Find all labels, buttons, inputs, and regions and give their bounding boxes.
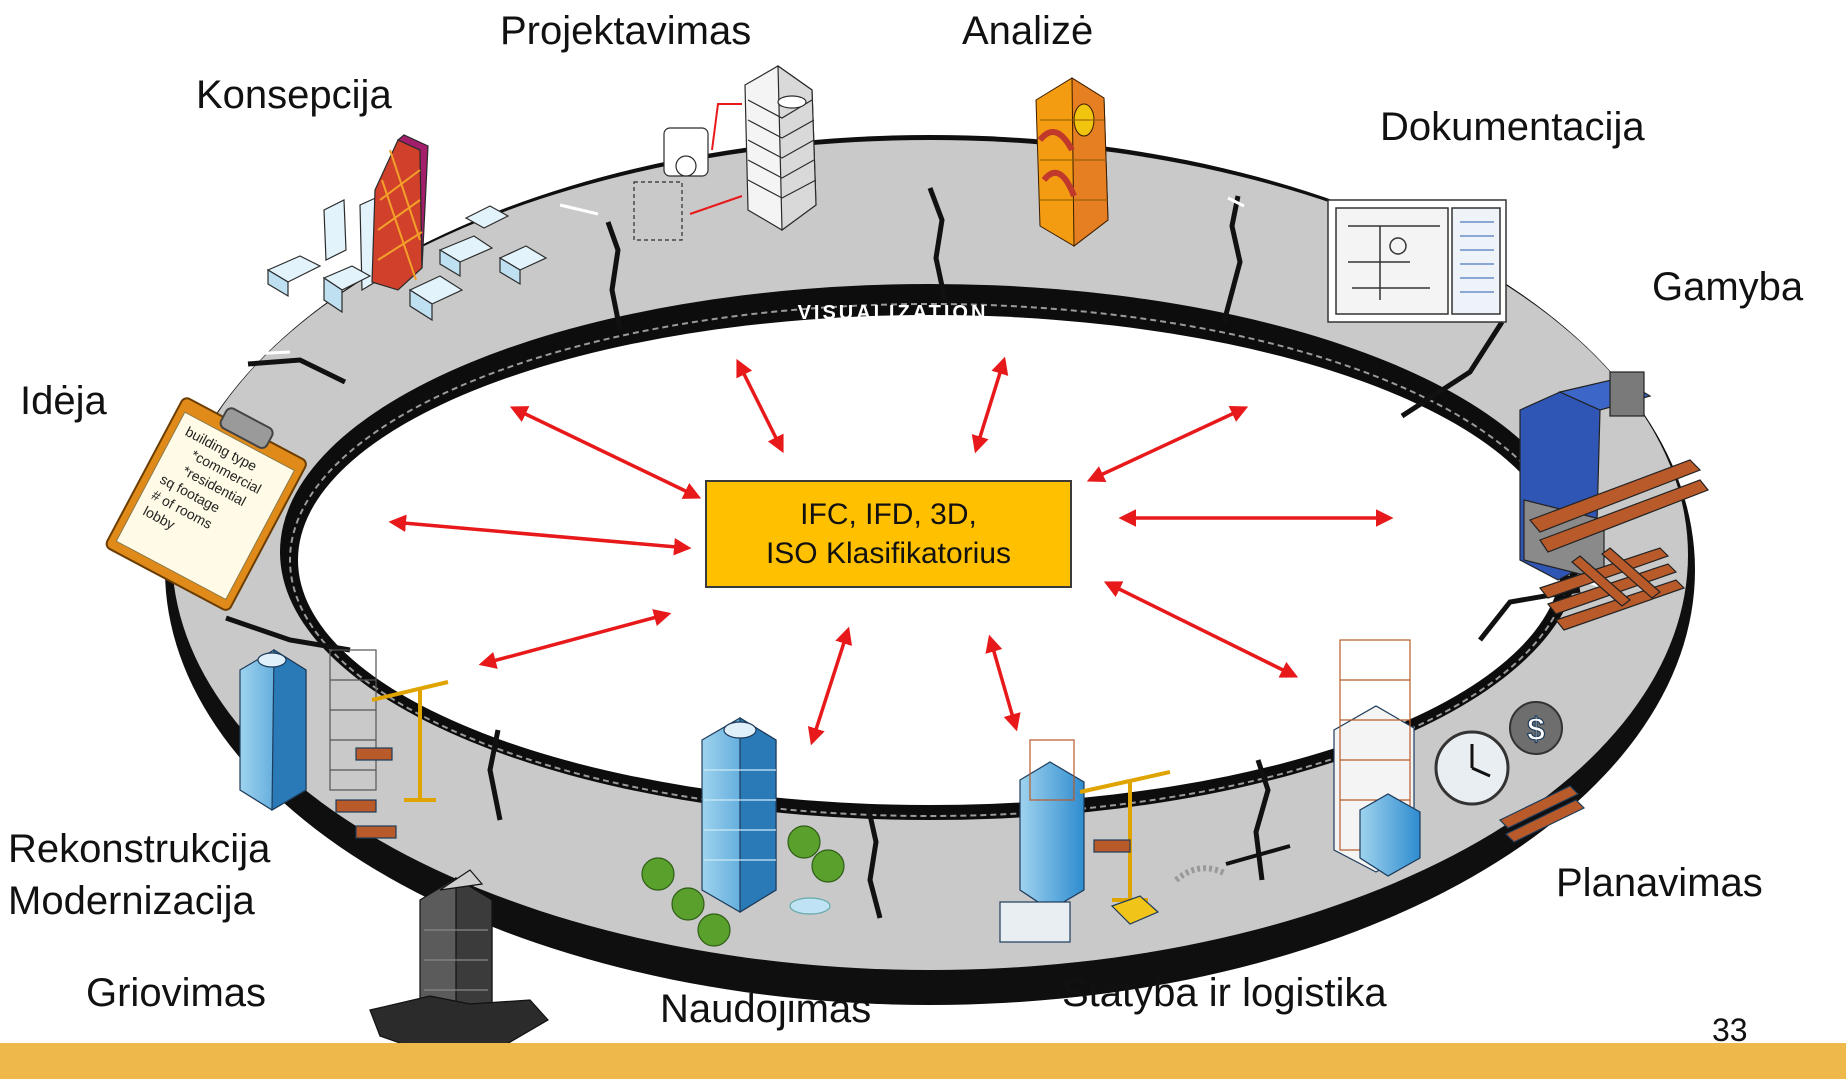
stage-label-naudojimas: Naudojimas [660, 987, 872, 1031]
page-number: 33 [1712, 1012, 1748, 1048]
stage-label-rekonstrukcija: Rekonstrukcija [8, 827, 271, 871]
griovimas-illustration [369, 869, 549, 1051]
stage-label-statyba: Statyba ir logistika [1062, 971, 1387, 1015]
ring-label-visualization: VISUALIZATION [798, 302, 989, 324]
arrow-rekonstrukcija [478, 609, 672, 669]
data-exchange-arrows [388, 356, 1394, 746]
center-box-line-1: IFC, IFD, 3D, [800, 498, 977, 531]
planavimas-illustration: $ [1333, 639, 1586, 877]
dollar-icon: $ [1527, 711, 1545, 747]
rekonstrukcija-illustration [239, 648, 449, 839]
stage-label-analize: Analizė [962, 9, 1094, 53]
footer-bar [0, 1043, 1846, 1079]
planavimas-connector [1225, 844, 1291, 866]
naudojimas-illustration [641, 716, 845, 947]
stage-label-modernizacija: Modernizacija [8, 879, 255, 923]
arrow-projektavimas [736, 358, 784, 454]
statyba-illustration [999, 739, 1228, 943]
konsepcija-illustration [266, 134, 548, 322]
stage-label-griovimas: Griovimas [86, 971, 267, 1015]
arrow-analize [971, 356, 1009, 454]
stage-label-projektavimas: Projektavimas [500, 9, 752, 53]
arrow-planavimas [1103, 581, 1299, 678]
ideja-illustration: building type *commercial *residential s… [105, 397, 307, 611]
stage-label-dokumentacija: Dokumentacija [1380, 105, 1645, 149]
stage-label-gamyba: Gamyba [1652, 265, 1804, 309]
projektavimas-illustration [633, 64, 817, 241]
analize-illustration [1035, 77, 1109, 248]
arrow-statyba [985, 634, 1021, 732]
stage-label-planavimas: Planavimas [1556, 861, 1763, 905]
dokumentacija-illustration [1327, 199, 1507, 323]
center-box-line-2: ISO Klasifikatorius [765, 537, 1012, 570]
stage-label-konsepcija: Konsepcija [196, 73, 392, 117]
stage-label-ideja: Idėja [20, 379, 107, 423]
arrow-ideja [388, 514, 692, 556]
arrow-naudojimas [807, 626, 853, 746]
center-standards-box: IFC, IFD, 3D, ISO Klasifikatorius [705, 480, 1072, 588]
arrow-dokumentacija [1086, 405, 1249, 483]
gamyba-illustration [1519, 371, 1709, 631]
arrow-konsepcija [509, 406, 702, 499]
